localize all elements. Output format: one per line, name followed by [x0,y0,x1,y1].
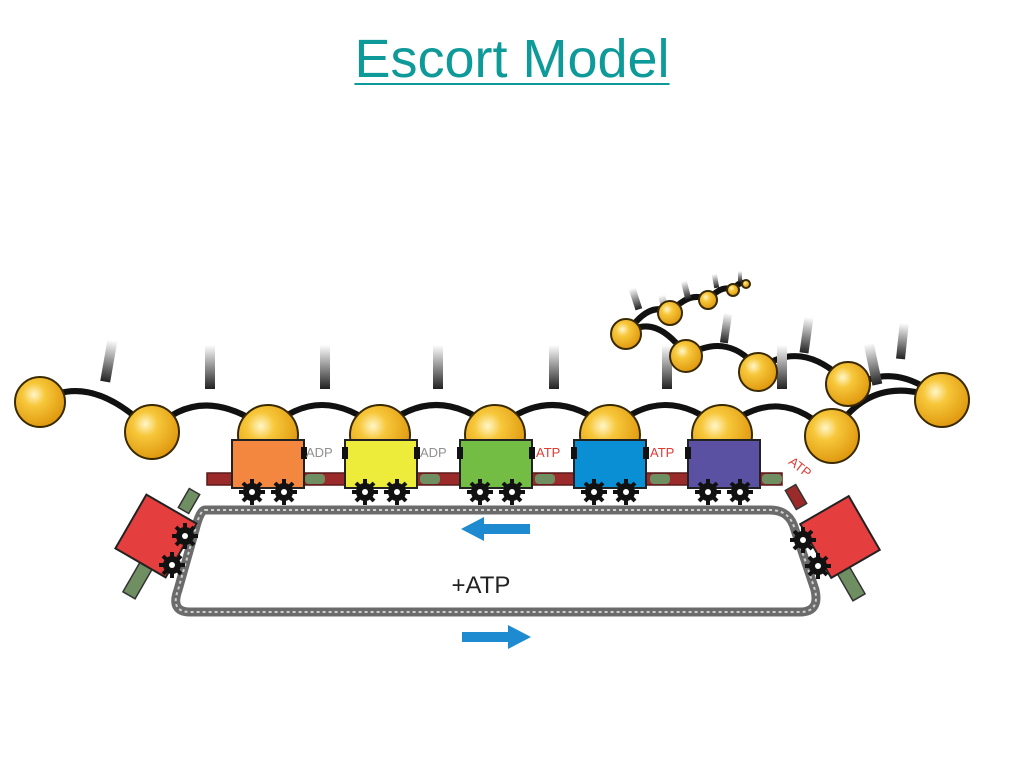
atp-label-2: ATP [650,445,674,460]
page-title: Escort Model [354,29,670,89]
right-side-unit [784,483,882,602]
car-1 [231,404,307,507]
car-4 [571,404,649,507]
adp-label-2: ADP [420,445,447,460]
left-side-unit [114,487,201,600]
atp-label-1: ATP [536,445,560,460]
adp-label-1: ADP [306,445,333,460]
conveyor-loop [171,505,821,617]
atp-label-3: ATP [786,454,814,481]
car-2 [342,404,420,507]
side-chain-sticks [100,271,909,389]
plus-atp-label: +ATP [452,572,511,599]
residue-balls [14,279,970,464]
car-5 [685,404,761,507]
left-arrow-icon [461,517,530,541]
right-arrow-icon [462,625,531,649]
car-3 [457,404,535,507]
